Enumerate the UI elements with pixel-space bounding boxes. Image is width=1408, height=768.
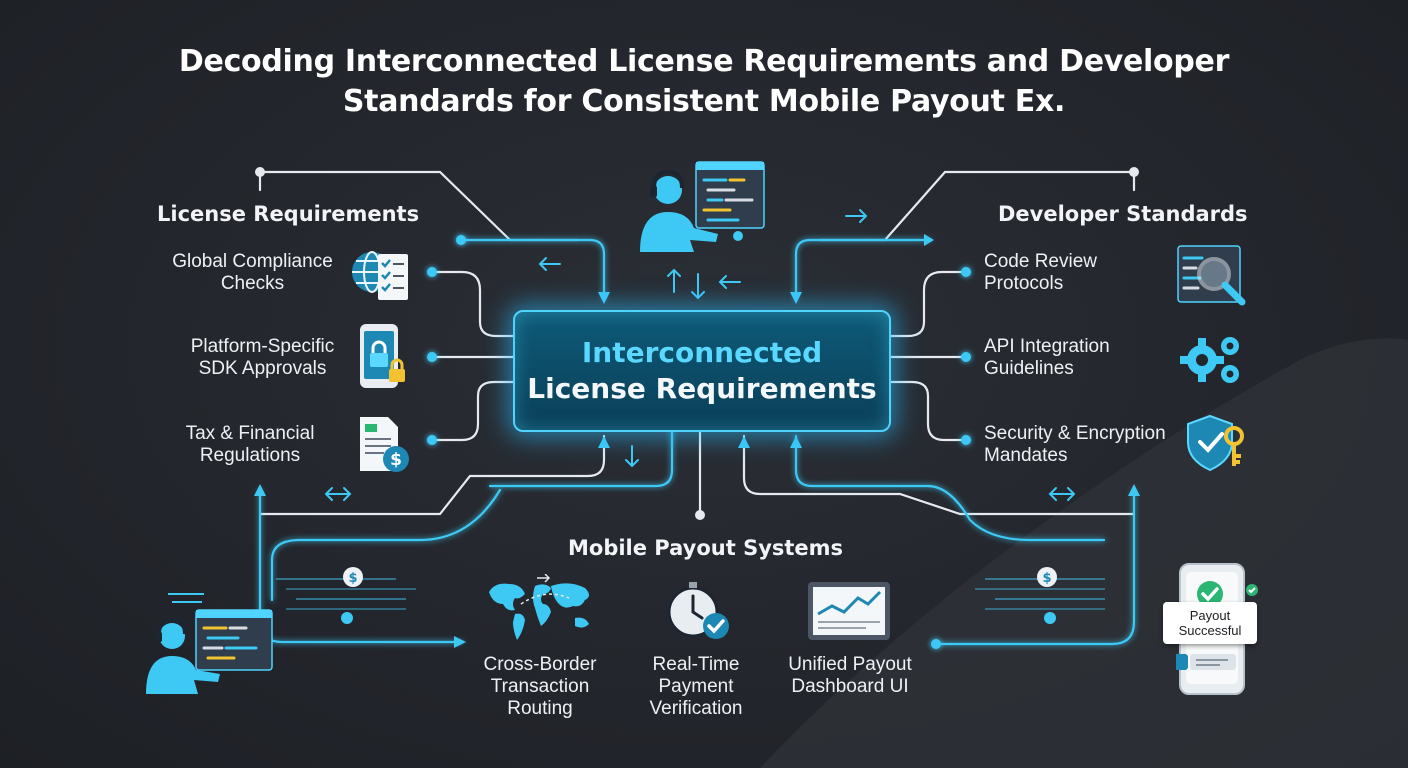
payout-status-text: Payout	[1189, 608, 1231, 623]
dev-item-label: Protocols	[984, 273, 1064, 294]
dev-item-api-integration: API Integration Guidelines	[984, 336, 1154, 380]
dev-item-code-review: Code Review Protocols	[984, 251, 1154, 295]
license-item-label: Checks	[220, 273, 285, 294]
phone-lock-icon	[360, 324, 405, 388]
payout-item-label: Verification	[649, 698, 743, 719]
payout-status-text: Successful	[1178, 623, 1242, 638]
dev-item-label: API Integration	[984, 336, 1110, 357]
payout-item-real-time: Real-Time Payment Verification	[630, 654, 762, 720]
hub-title-line-1: Interconnected	[581, 336, 823, 369]
mobile-payout-heading: Mobile Payout Systems	[568, 536, 844, 560]
shield-key-icon	[1187, 414, 1244, 472]
payout-item-label: Transaction	[490, 676, 590, 697]
license-item-label: Regulations	[199, 445, 301, 466]
payout-item-label: Dashboard UI	[791, 676, 909, 697]
hub-title-line-2: License Requirements	[527, 372, 877, 405]
document-dollar-icon: $	[360, 417, 409, 472]
license-item-sdk-approvals: Platform-Specific SDK Approvals	[150, 336, 375, 380]
page-title-line-2: Standards for Consistent Mobile Payout E…	[342, 84, 1066, 119]
dashboard-chart-icon	[808, 582, 890, 640]
code-magnifier-icon	[1177, 245, 1246, 306]
dev-item-label: Guidelines	[984, 358, 1074, 379]
payout-item-label: Payment	[658, 676, 734, 697]
gears-icon	[1180, 337, 1239, 383]
globe-checklist-icon	[352, 251, 408, 300]
dev-item-security-encryption: Security & Encryption Mandates	[984, 423, 1184, 467]
world-map-icon	[489, 574, 589, 640]
svg-text:$: $	[1042, 571, 1051, 586]
license-item-label: Platform-Specific	[190, 336, 335, 357]
payout-item-cross-border: Cross-Border Transaction Routing	[470, 654, 610, 720]
svg-text:$: $	[390, 450, 402, 470]
developer-avatar-icon	[640, 161, 765, 252]
interconnected-hub-node: Interconnected License Requirements	[513, 310, 891, 432]
license-item-label: Tax & Financial	[185, 423, 315, 444]
page-title-line-1: Decoding Interconnected License Requirem…	[178, 44, 1230, 79]
payout-item-label: Cross-Border	[483, 654, 597, 675]
developer-standards-heading: Developer Standards	[998, 202, 1248, 226]
license-item-label: SDK Approvals	[198, 358, 327, 379]
payout-item-label: Unified Payout	[788, 654, 912, 675]
payout-item-dashboard: Unified Payout Dashboard UI	[775, 654, 925, 698]
payout-item-label: Routing	[507, 698, 573, 719]
license-requirements-heading: License Requirements	[157, 202, 420, 226]
license-item-tax-regulations: Tax & Financial Regulations	[160, 423, 340, 467]
dev-item-label: Mandates	[984, 445, 1068, 466]
license-item-label: Global Compliance	[172, 251, 333, 272]
clock-check-icon	[667, 582, 729, 639]
dev-item-label: Code Review	[984, 251, 1097, 272]
payout-item-label: Real-Time	[652, 654, 740, 675]
dev-item-label: Security & Encryption	[984, 423, 1166, 444]
developer-avatar-icon	[146, 593, 273, 694]
license-item-global-compliance: Global Compliance Checks	[150, 251, 355, 295]
payout-successful-card: Payout Successful	[1163, 602, 1257, 644]
svg-text:$: $	[348, 571, 357, 586]
